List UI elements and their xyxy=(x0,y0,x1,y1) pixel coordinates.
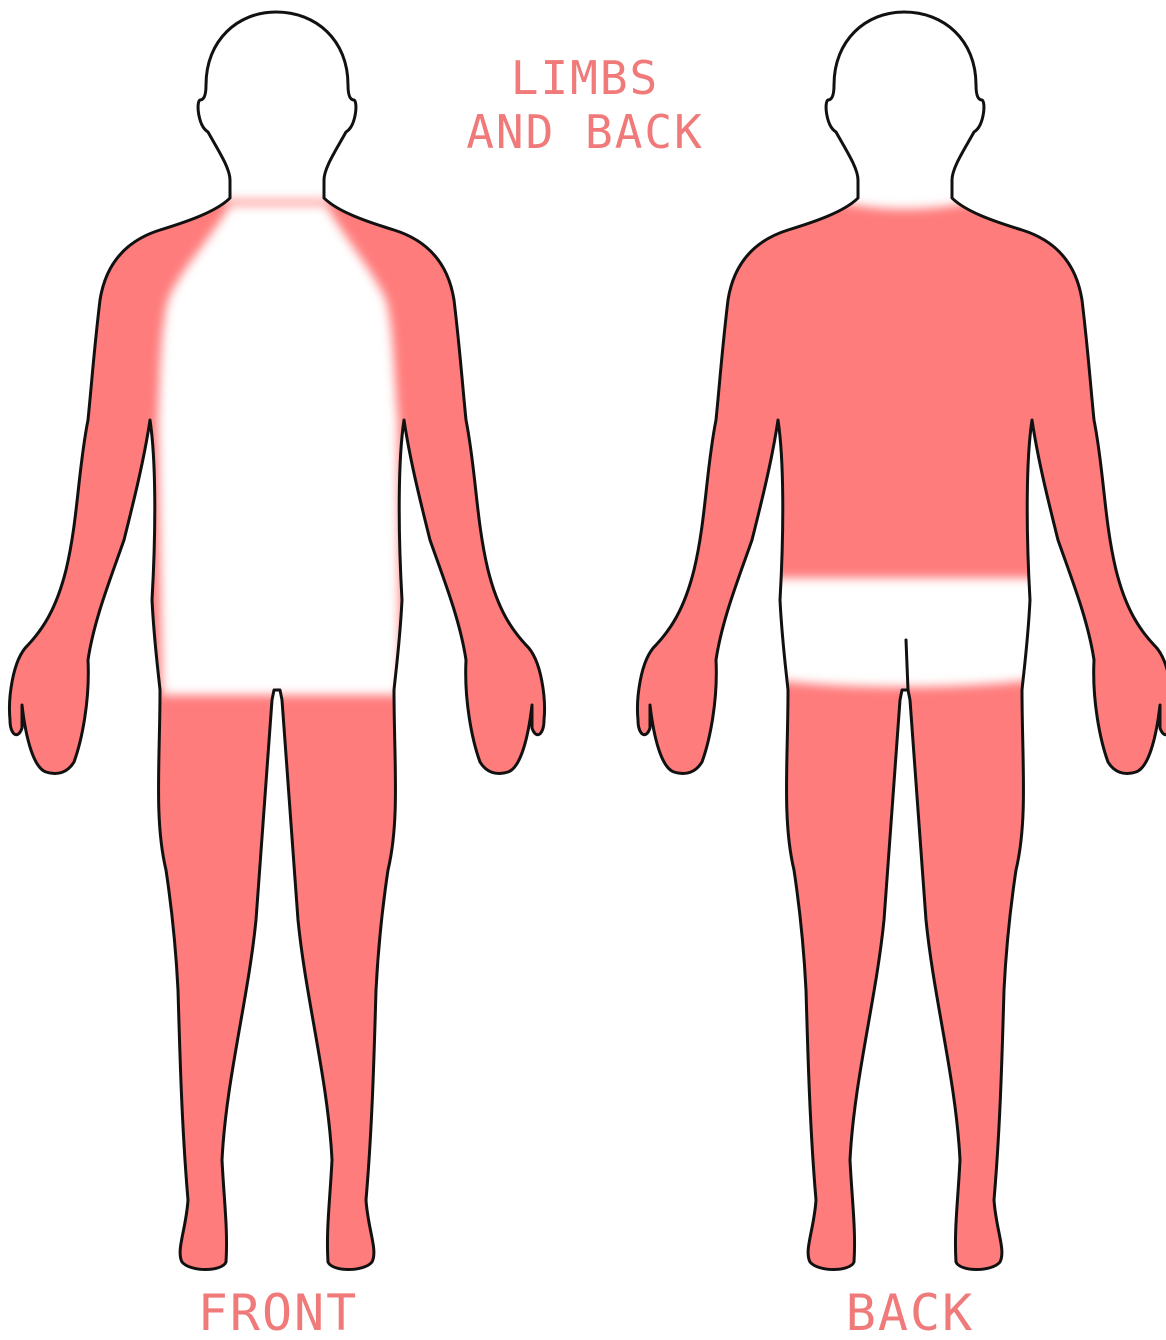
front-legs-zone xyxy=(100,695,460,1335)
back-label: BACK xyxy=(846,1284,974,1340)
back-highlight-zones xyxy=(600,200,1166,1335)
back-figure xyxy=(600,12,1166,1335)
title-line-1: LIMBS xyxy=(511,51,659,105)
back-legs-zone xyxy=(760,678,1050,1335)
front-figure xyxy=(0,12,600,1335)
gluteal-cleft xyxy=(906,640,908,690)
title-line-2: AND BACK xyxy=(466,105,704,159)
diagram-title: LIMBS AND BACK xyxy=(466,51,704,159)
front-label: FRONT xyxy=(198,1284,359,1340)
